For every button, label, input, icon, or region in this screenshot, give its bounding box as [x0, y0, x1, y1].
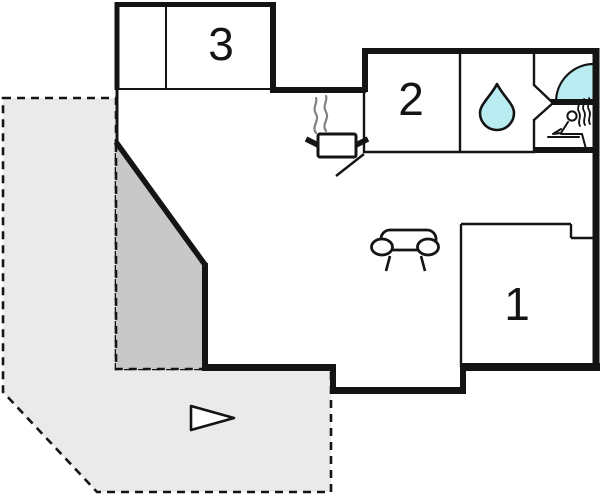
water-drop-icon — [478, 82, 516, 132]
sofa-icon — [370, 228, 440, 272]
sofa-armrest — [416, 237, 440, 257]
person-head — [566, 110, 578, 122]
room-1-label: 1 — [504, 278, 530, 330]
cooking-pot-icon — [304, 94, 370, 159]
door-leaf — [335, 153, 365, 177]
person-body — [552, 121, 569, 135]
entrance-arrow-icon — [189, 404, 236, 432]
steam-icon — [587, 97, 591, 125]
sauna-person-icon — [547, 97, 591, 150]
wall-segment — [533, 102, 554, 121]
wall-segment — [113, 140, 209, 268]
steam-icon — [577, 99, 581, 127]
pot-body — [316, 132, 358, 159]
person-leg — [560, 133, 587, 150]
room-2-label: 2 — [398, 73, 424, 125]
steam-icon — [323, 94, 329, 133]
sofa-armrest — [370, 237, 394, 257]
steam-icon — [582, 98, 586, 126]
steam-icon — [313, 96, 319, 135]
building-floor — [117, 4, 596, 391]
room-3-label: 3 — [208, 18, 234, 70]
wall-segment — [533, 84, 554, 104]
sofa-leg — [384, 255, 392, 272]
sofa-leg — [419, 255, 427, 272]
interior-walls — [117, 4, 596, 367]
exterior-walls — [113, 2, 600, 394]
